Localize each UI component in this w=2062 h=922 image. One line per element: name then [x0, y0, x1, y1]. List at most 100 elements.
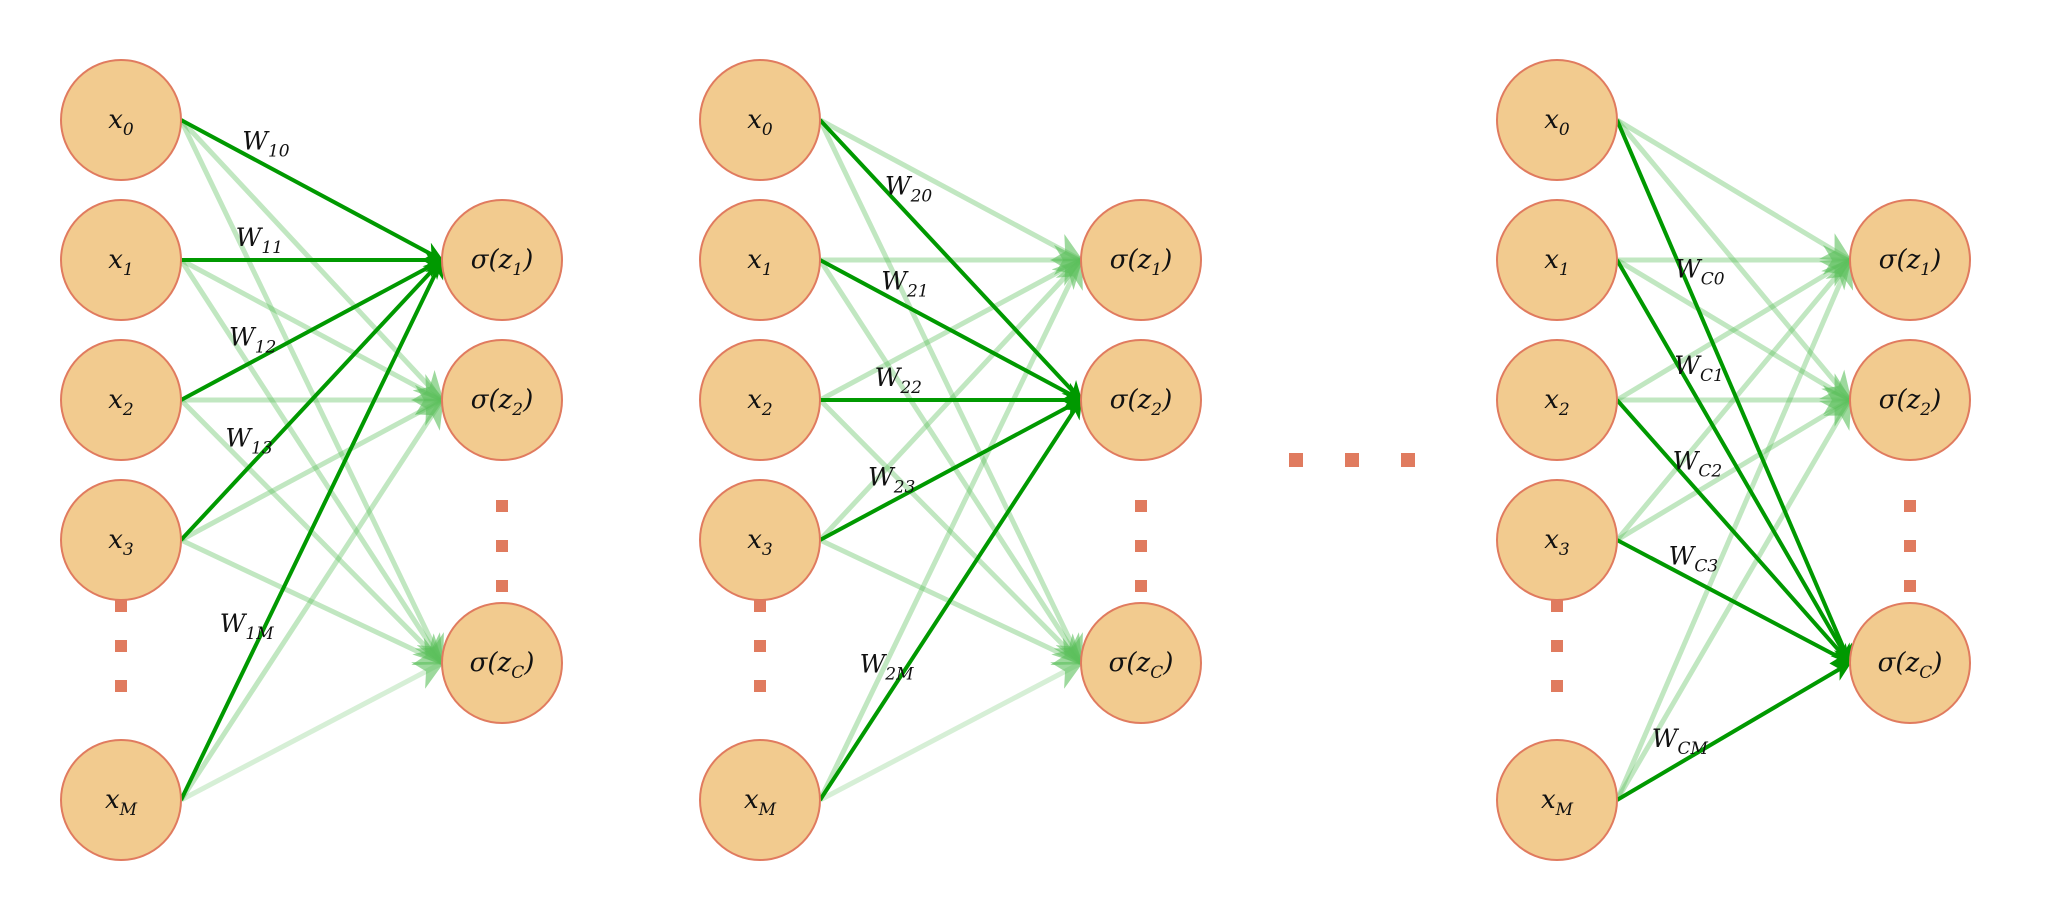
input-node-label-base: x — [744, 785, 759, 815]
output-node-label: σ(z1) — [1110, 245, 1173, 280]
weight-label-subscript: 22 — [899, 378, 922, 398]
output-node-label-subscript: 2 — [1919, 400, 1931, 420]
output-node-label-close: ) — [1930, 245, 1941, 275]
weight-label-subscript: C1 — [1700, 366, 1724, 386]
output-node — [1849, 602, 1971, 724]
input-node-label-subscript: M — [1555, 800, 1574, 820]
weight-label-base: W — [1669, 542, 1697, 571]
output-node-label: σ(z2) — [1110, 385, 1173, 420]
output-node-label-close: ) — [522, 385, 533, 415]
input-node — [699, 339, 821, 461]
weight-label: W11 — [236, 223, 283, 258]
output-node — [441, 339, 563, 461]
input-node — [1496, 199, 1618, 321]
edge-net1-in3-out2 — [179, 537, 445, 666]
input-node-label-base: x — [1544, 525, 1559, 555]
weight-label-base: W — [875, 363, 903, 392]
edge-net3-in2-out2 — [1615, 398, 1852, 665]
output-node — [441, 602, 563, 724]
edge-net2-in4-out2 — [818, 660, 1084, 803]
input-node-label: xM — [105, 785, 138, 820]
input-node-label-subscript: M — [758, 800, 777, 820]
edge-net3-in1-out2 — [1615, 258, 1852, 665]
input-node-label-subscript: 2 — [122, 400, 134, 420]
input-node — [60, 739, 182, 861]
weight-label-base: W — [885, 171, 913, 200]
weight-label-base: W — [236, 223, 264, 252]
weight-label: W2M — [860, 649, 915, 684]
weight-label-subscript: 1M — [245, 624, 274, 644]
input-node-label: xM — [1541, 785, 1574, 820]
input-node-label-base: x — [105, 785, 120, 815]
input-node-label-subscript: 1 — [762, 260, 773, 280]
input-node — [60, 199, 182, 321]
output-node-label-subscript: C — [511, 663, 524, 683]
output-ellipsis-dot — [1135, 540, 1147, 552]
output-node — [441, 199, 563, 321]
input-node-label-subscript: 2 — [761, 400, 773, 420]
input-node — [1496, 59, 1618, 181]
output-node-label: σ(zC) — [470, 648, 535, 683]
output-ellipsis-dot — [1135, 500, 1147, 512]
output-node-label-base: σ(z — [1879, 385, 1921, 415]
edge-net1-in1-out2 — [178, 258, 445, 666]
output-node-label-subscript: 1 — [1920, 260, 1931, 280]
nodes: x0x1x2x3xMσ(z1)σ(z2)σ(zC)x0x1x2x3xMσ(z1)… — [60, 59, 1971, 861]
output-node — [1849, 199, 1971, 321]
edge-net2-in4-out1 — [818, 398, 1083, 802]
input-node — [699, 59, 821, 181]
weight-label-base: W — [881, 267, 909, 296]
network-ellipsis-dot — [1289, 453, 1303, 467]
input-node-label-base: x — [1544, 245, 1559, 275]
output-ellipsis-dot — [1135, 580, 1147, 592]
edge-net3-in0-out2 — [1615, 119, 1853, 665]
edge-net2-in4-out0 — [817, 257, 1084, 802]
edge-net1-in2-out0 — [180, 258, 444, 402]
weight-label-subscript: C2 — [1698, 462, 1722, 482]
input-node-label: x3 — [1544, 525, 1570, 560]
edge-net2-in0-out2 — [817, 118, 1084, 666]
weight-label: W13 — [225, 423, 272, 458]
input-node-label-subscript: 3 — [762, 540, 773, 560]
output-node — [1080, 602, 1202, 724]
input-node — [699, 199, 821, 321]
output-node-label: σ(z2) — [1879, 385, 1942, 420]
edge-net2-in2-out2 — [818, 398, 1084, 666]
output-ellipsis-dot — [1904, 500, 1916, 512]
weight-label-base: W — [220, 609, 248, 638]
edge-net3-in4-out2 — [1615, 661, 1852, 802]
output-ellipsis-dot — [496, 500, 508, 512]
output-node-label-subscript: 1 — [1151, 260, 1162, 280]
edge-net3-in1-out1 — [1615, 257, 1853, 403]
input-node-label: x1 — [747, 245, 773, 280]
input-node-label: x1 — [1544, 245, 1570, 280]
weight-label: W22 — [875, 363, 922, 398]
edge-net2-in0-out0 — [818, 117, 1084, 263]
weight-labels: W10W11W12W13W1MW20W21W22W23W2MWC0WC1WC2W… — [220, 127, 1725, 759]
input-ellipsis-dot — [115, 600, 127, 612]
input-node-label-base: x — [747, 245, 762, 275]
edge-net1-in0-out0 — [180, 118, 444, 262]
highlighted-edges — [179, 118, 1853, 802]
output-node-label-base: σ(z — [1879, 245, 1921, 275]
weight-label-base: W — [1674, 351, 1702, 380]
weight-label: WC1 — [1674, 351, 1724, 386]
edge-net1-in4-out0 — [179, 258, 444, 801]
input-ellipsis-dot — [754, 600, 766, 612]
input-ellipsis-dot — [115, 640, 127, 652]
output-node-label: σ(z2) — [471, 385, 534, 420]
weight-label: W1M — [220, 609, 275, 644]
weight-label-base: W — [1652, 724, 1680, 753]
edge-net3-in3-out0 — [1615, 257, 1852, 542]
output-node-label-base: σ(z — [1109, 648, 1151, 678]
input-node-label: x0 — [747, 105, 773, 140]
edge-net1-in3-out0 — [179, 258, 444, 542]
weight-label-base: W — [225, 423, 253, 452]
weight-label: WC2 — [1673, 447, 1723, 482]
weight-label-base: W — [868, 463, 896, 492]
input-node — [60, 339, 182, 461]
input-node-label-base: x — [1544, 385, 1559, 415]
weight-label-subscript: C0 — [1701, 269, 1725, 289]
input-node-label-subscript: 1 — [123, 260, 134, 280]
